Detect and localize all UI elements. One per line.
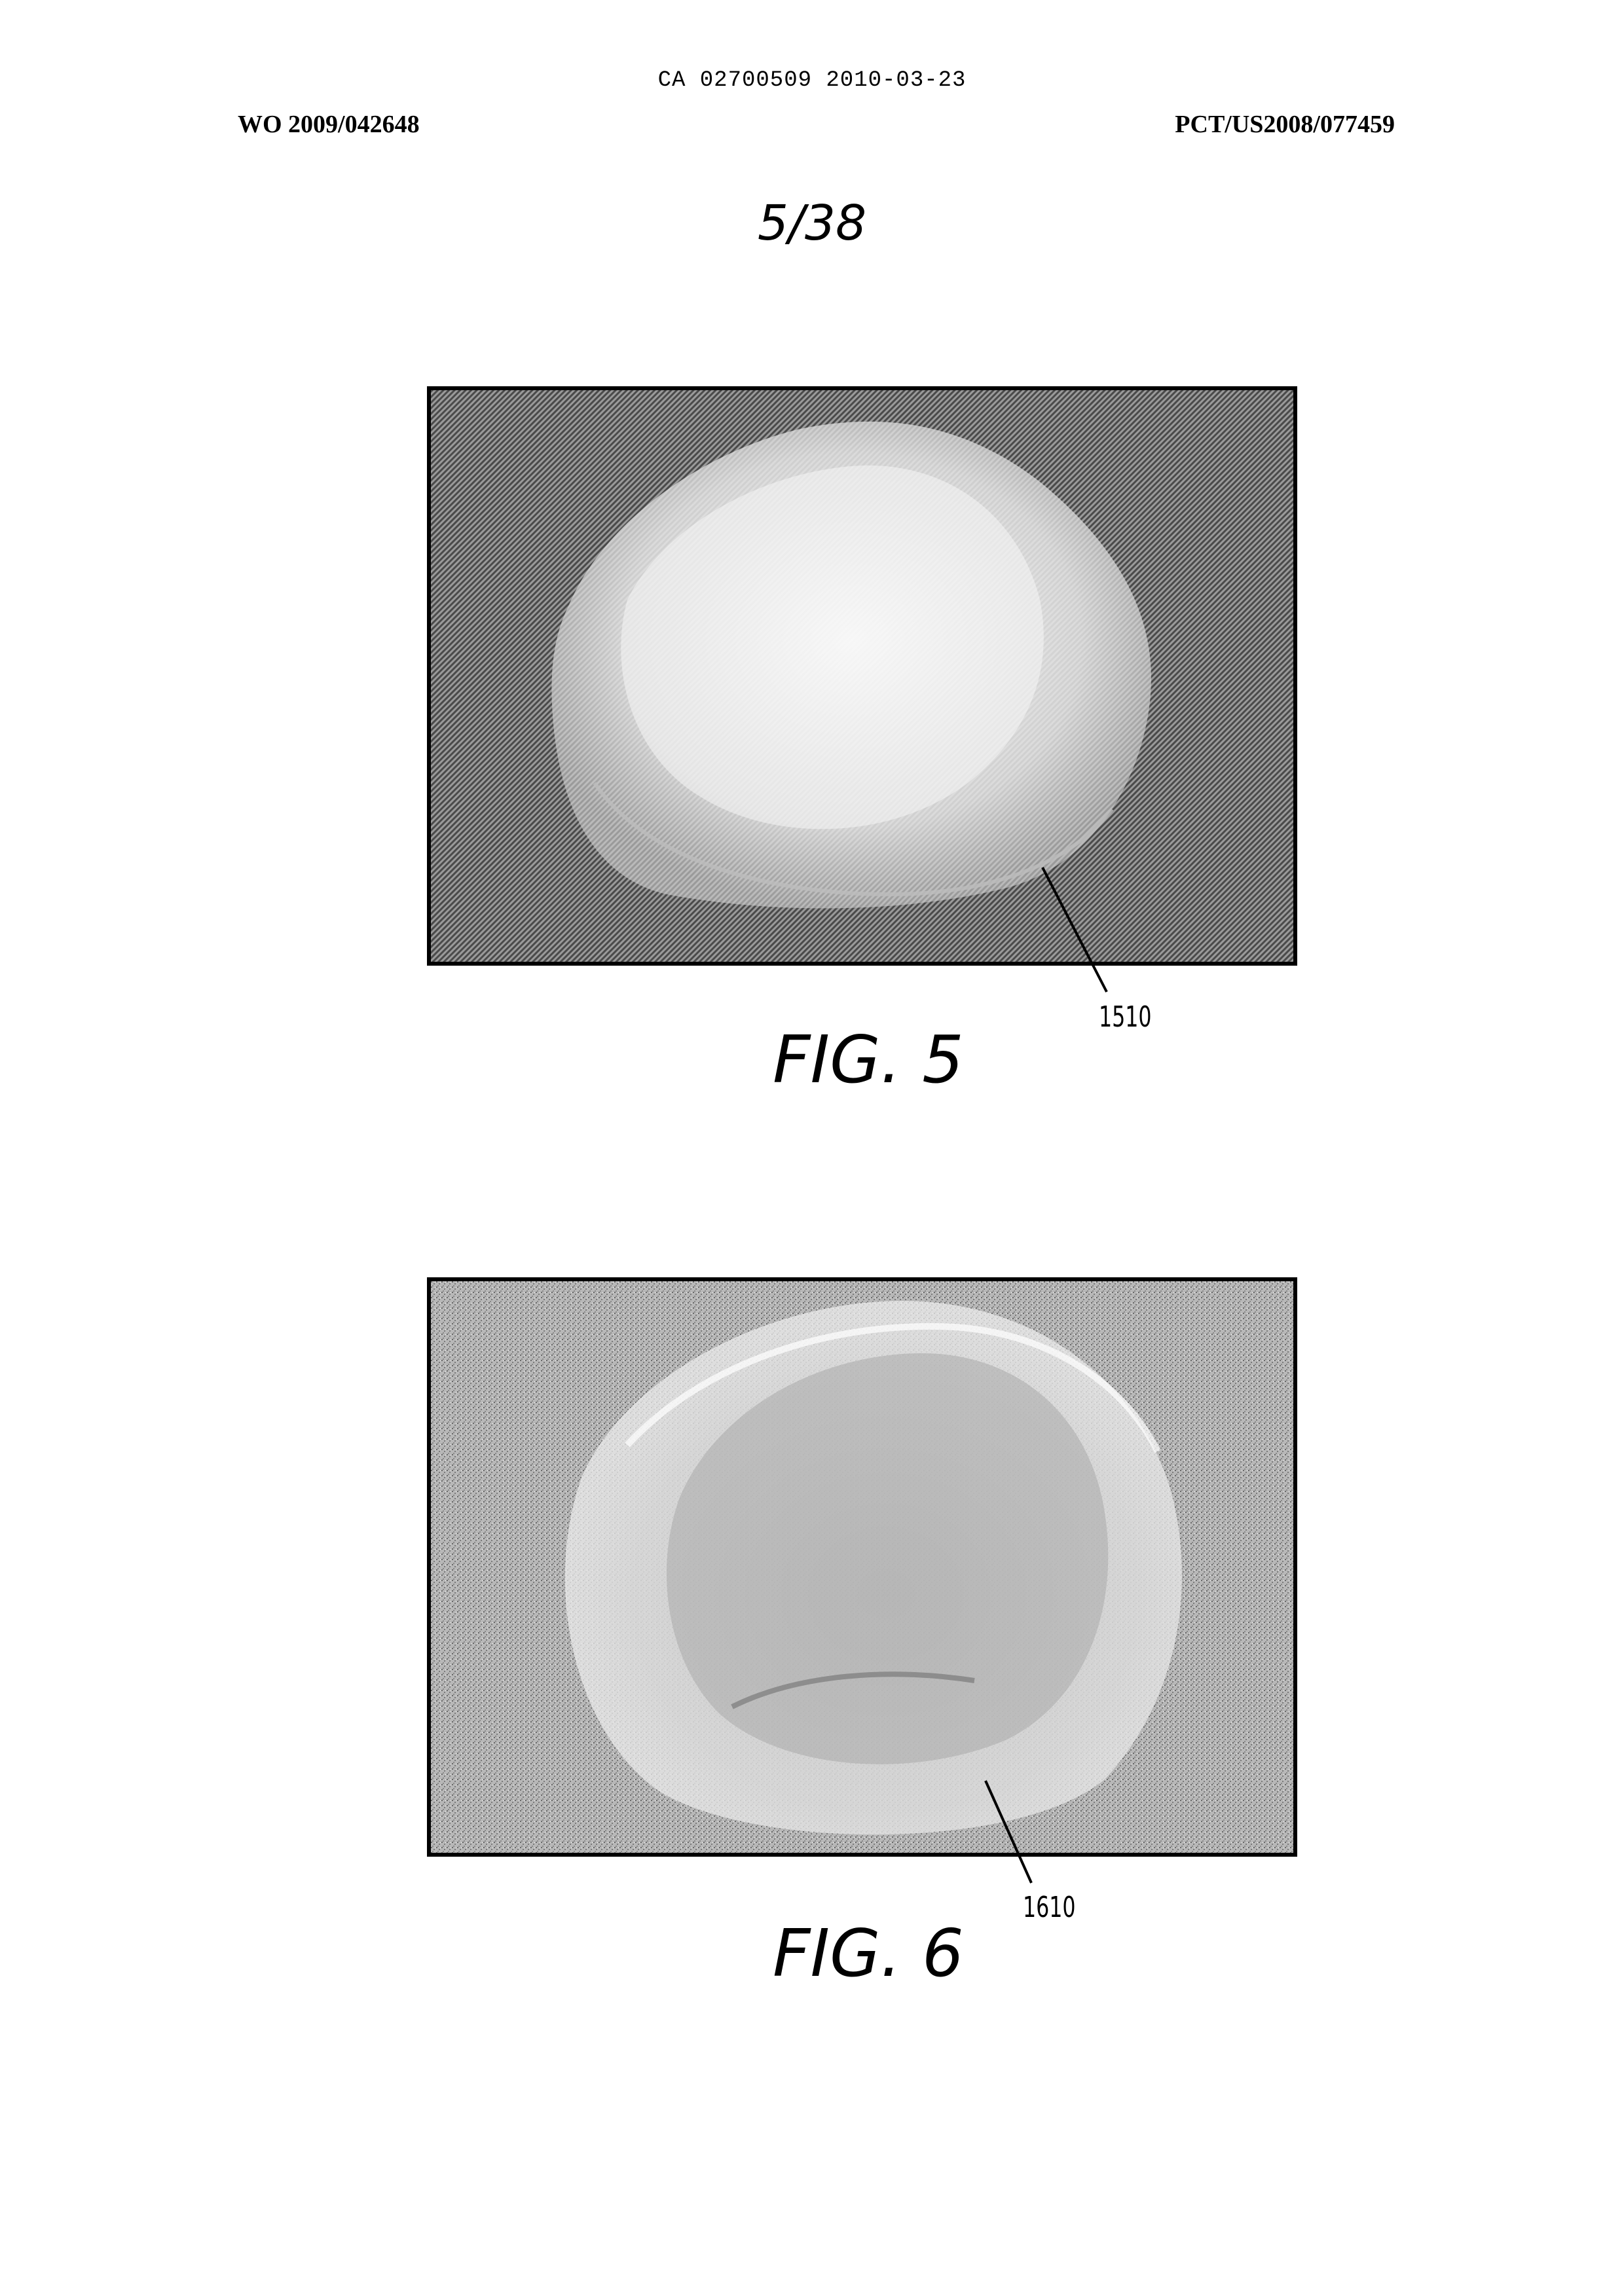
fig6-photo (427, 1277, 1297, 1857)
sheet-number: 5/38 (0, 195, 1624, 251)
reference-numeral-1610: 1610 (1023, 1891, 1076, 1924)
fig5-photo (427, 386, 1297, 966)
document-id: CA 02700509 2010-03-23 (0, 68, 1624, 93)
fig5-caption: FIG. 5 (773, 1021, 964, 1098)
application-number: PCT/US2008/077459 (1175, 110, 1395, 139)
fig6-caption: FIG. 6 (773, 1915, 964, 1992)
reference-numeral-1510: 1510 (1099, 1000, 1152, 1034)
publication-number: WO 2009/042648 (238, 110, 420, 139)
